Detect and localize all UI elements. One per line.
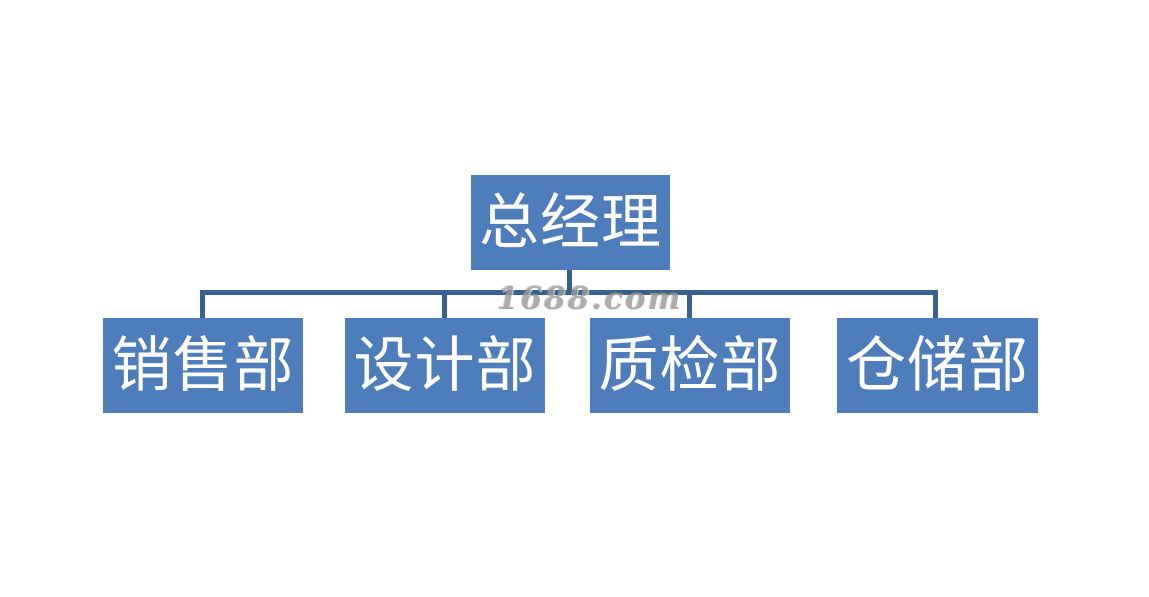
connector-drop-sales [200, 293, 205, 318]
connector-horizontal-line [200, 290, 938, 295]
connector-root-stub [567, 270, 572, 293]
org-node-quality-dept: 质检部 [590, 318, 790, 413]
org-node-design-dept: 设计部 [345, 318, 545, 413]
connector-drop-design [442, 293, 447, 318]
connector-drop-warehouse [933, 293, 938, 318]
org-node-warehouse-dept-label: 仓储部 [846, 330, 1029, 401]
org-node-general-manager-label: 总经理 [479, 187, 662, 258]
org-node-quality-dept-label: 质检部 [598, 330, 782, 401]
org-node-sales-dept-label: 销售部 [111, 330, 295, 401]
org-node-warehouse-dept: 仓储部 [837, 318, 1038, 413]
connector-drop-quality [687, 293, 692, 318]
watermark-text: 1688.com [497, 281, 683, 317]
org-node-sales-dept: 销售部 [103, 318, 303, 413]
org-node-general-manager: 总经理 [471, 175, 670, 270]
org-node-design-dept-label: 设计部 [353, 330, 537, 401]
